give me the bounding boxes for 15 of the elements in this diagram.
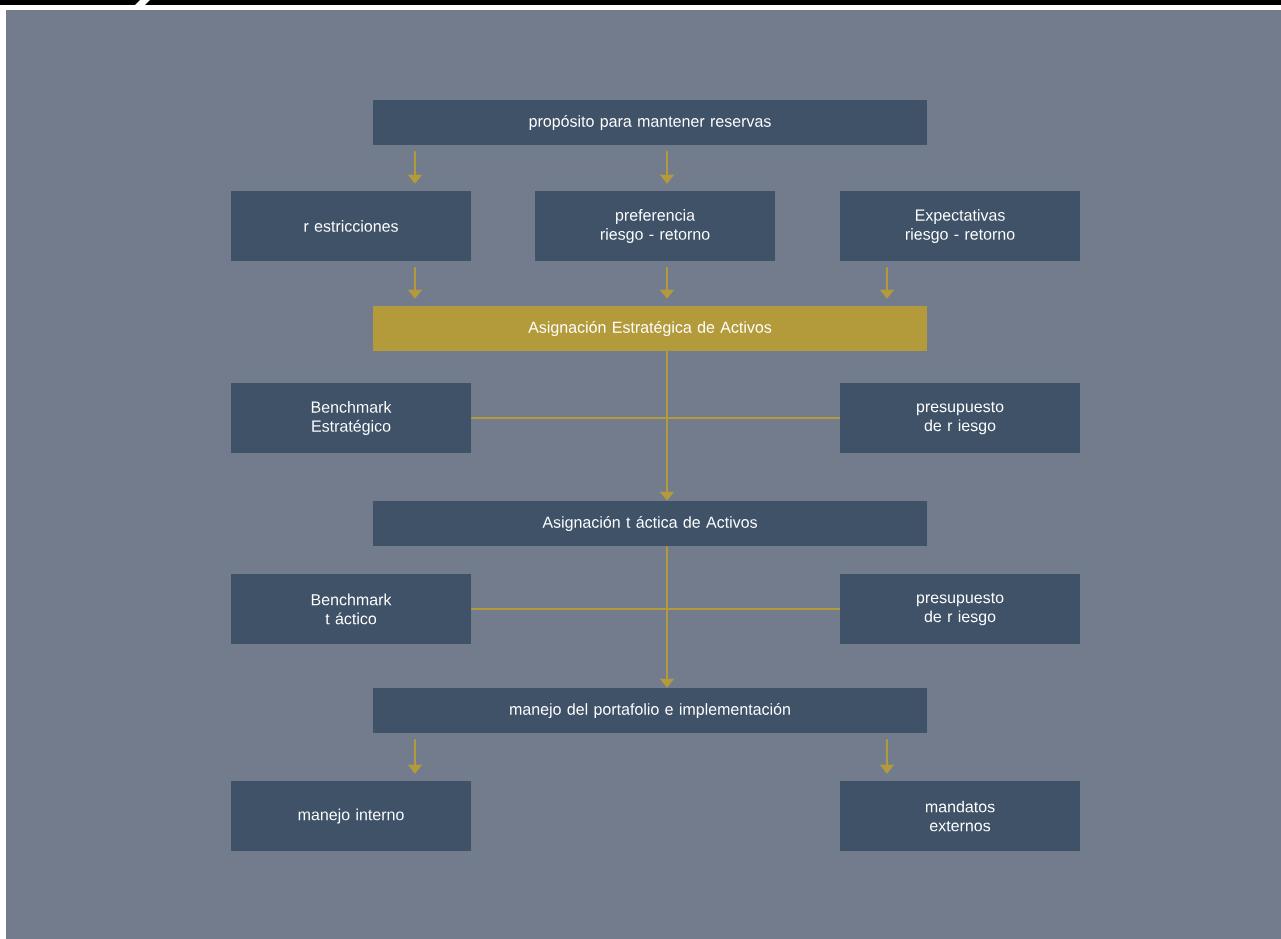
process-box: r estricciones: [231, 191, 471, 261]
process-box: Asignación Estratégica de Activos: [373, 306, 927, 351]
process-box: Benchmark t áctico: [231, 574, 471, 644]
process-box: mandatos externos: [840, 781, 1080, 851]
process-box: manejo interno: [231, 781, 471, 851]
process-box: presupuesto de r iesgo: [840, 574, 1080, 644]
process-box: propósito para mantener reservas: [373, 100, 927, 145]
process-box: preferencia riesgo - retorno: [535, 191, 775, 261]
connector: [470, 417, 841, 419]
process-box: Benchmark Estratégico: [231, 383, 471, 453]
connector: [470, 608, 841, 610]
process-box: Expectativas riesgo - retorno: [840, 191, 1080, 261]
process-box: Asignación t áctica de Activos: [373, 501, 927, 546]
process-box: manejo del portafolio e implementación: [373, 688, 927, 733]
process-box: presupuesto de r iesgo: [840, 383, 1080, 453]
